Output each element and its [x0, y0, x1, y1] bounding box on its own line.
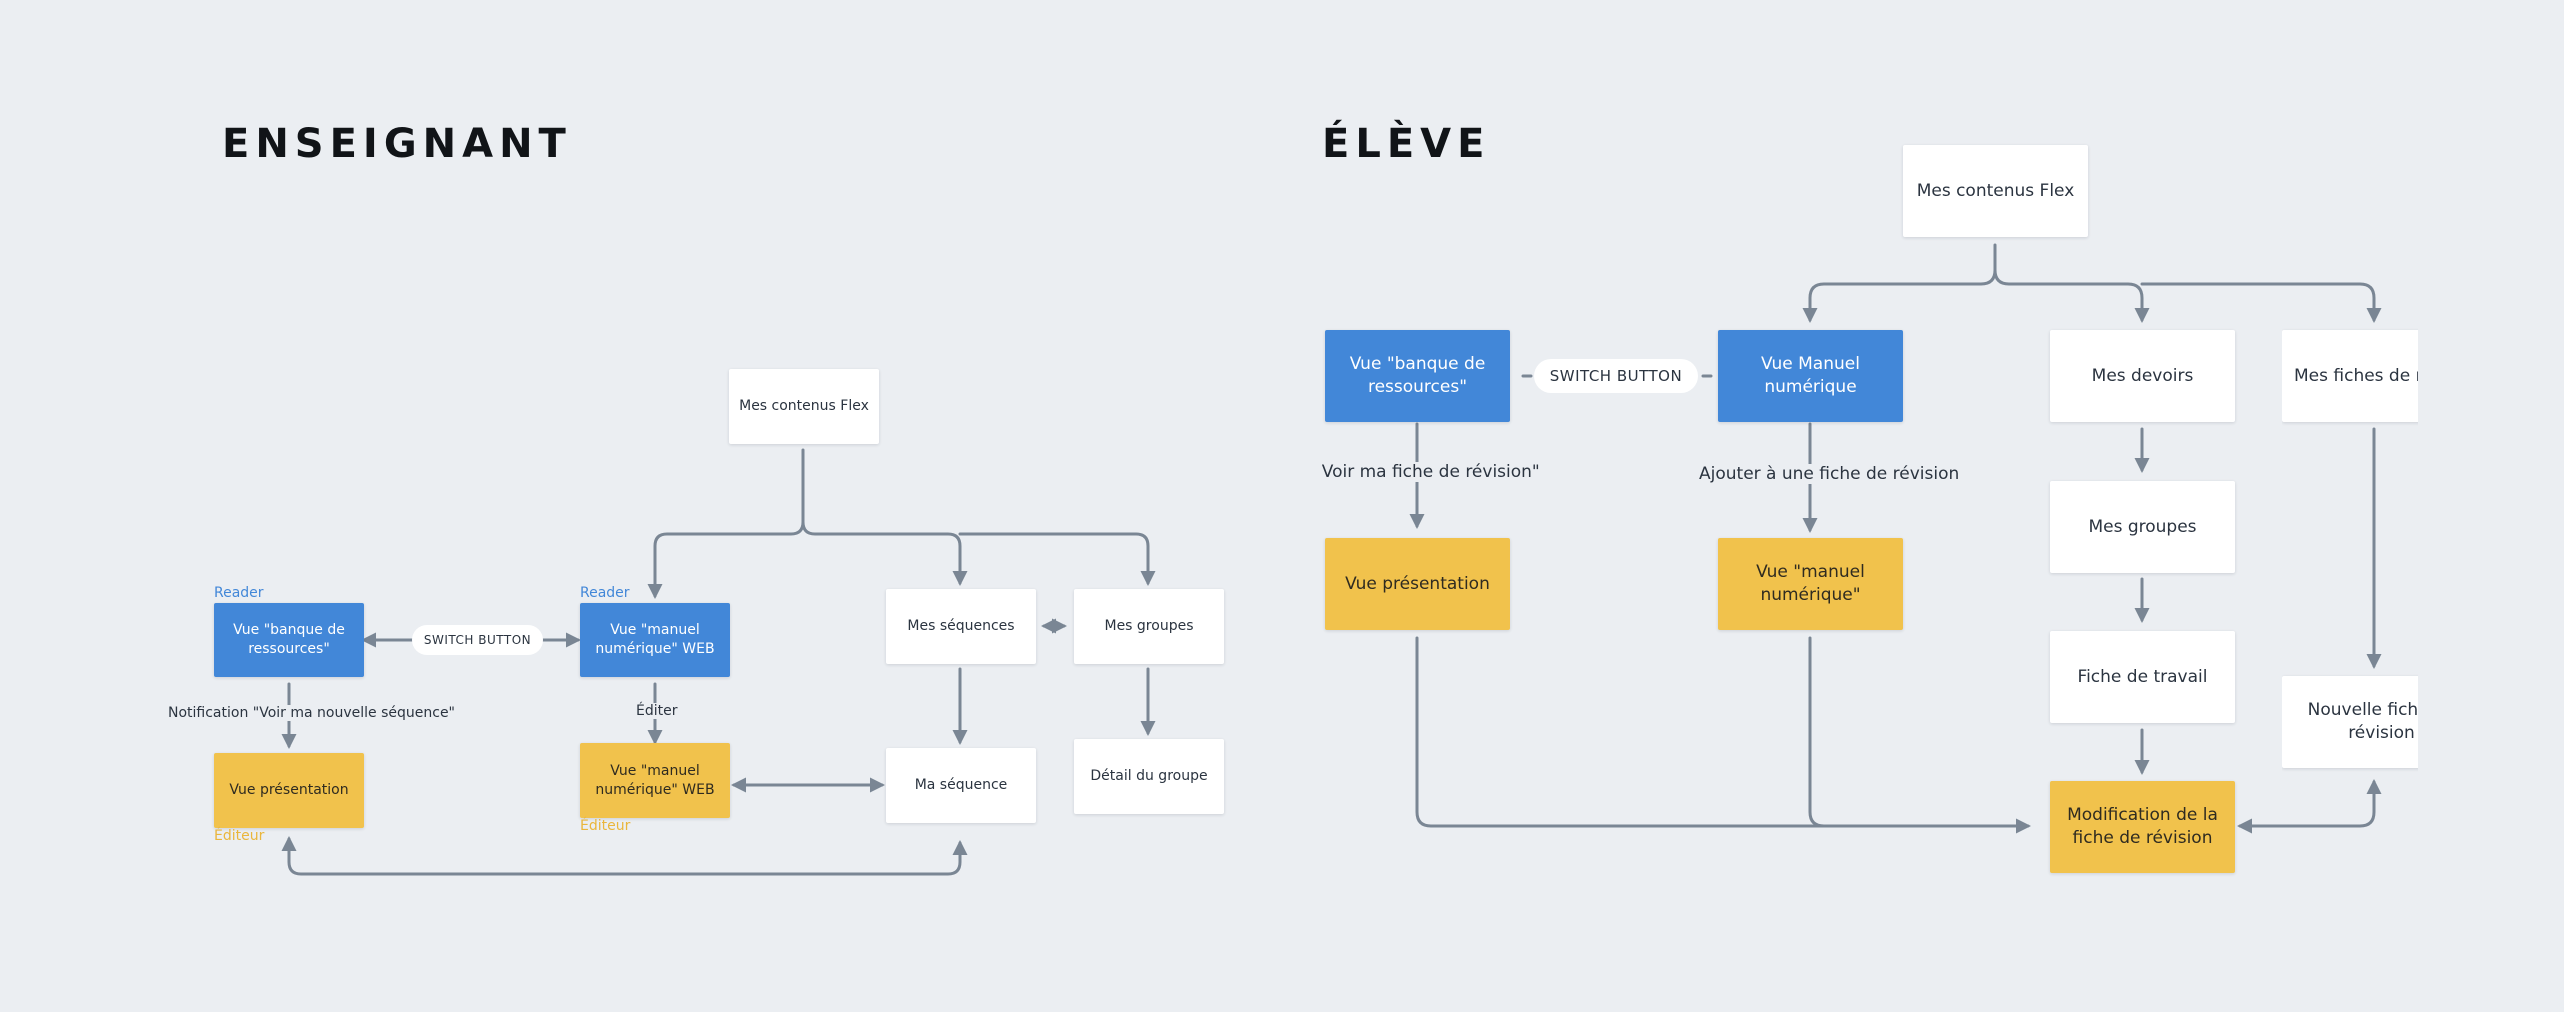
teacher-node-vue-manuel-web[interactable]: Vue "manuel numérique" WEB [580, 603, 730, 677]
teacher-node-mes-sequences[interactable]: Mes séquences [886, 589, 1036, 664]
teacher-node-vue-manuel-web-edit[interactable]: Vue "manuel numérique" WEB [580, 743, 730, 818]
edge-e-manuel-modif [1808, 636, 1826, 828]
role-label-editor: Éditeur [580, 818, 631, 834]
teacher-node-mes-contenus-flex[interactable]: Mes contenus Flex [729, 369, 879, 444]
student-node-vue-presentation[interactable]: Vue présentation [1325, 538, 1510, 630]
student-clip-fiches: Mes fiches de révision [2282, 326, 2418, 426]
student-node-mes-groupes[interactable]: Mes groupes [2050, 481, 2235, 573]
teacher-node-vue-banque-ressources[interactable]: Vue "banque de ressources" [214, 603, 364, 677]
teacher-section-title: ENSEIGNANT [222, 121, 572, 167]
student-switch-button[interactable]: SWITCH BUTTON [1534, 359, 1698, 393]
student-edge-label-ajouter: Ajouter à une fiche de révision [1697, 464, 1962, 484]
student-edge-label-notification: Notification "Voir ma fiche de révision" [1322, 462, 1542, 482]
student-node-mes-contenus-flex[interactable]: Mes contenus Flex [1903, 145, 2088, 237]
student-node-vue-manuel-numerique[interactable]: Vue Manuel numérique [1718, 330, 1903, 422]
student-node-mes-fiches-revision[interactable]: Mes fiches de révision [2282, 330, 2418, 422]
edge-e-presentation-modif [1415, 636, 2031, 834]
student-node-fiche-de-travail[interactable]: Fiche de travail [2050, 631, 2235, 723]
teacher-node-mes-groupes[interactable]: Mes groupes [1074, 589, 1224, 664]
teacher-switch-button[interactable]: SWITCH BUTTON [412, 625, 543, 655]
teacher-node-detail-groupe[interactable]: Détail du groupe [1074, 739, 1224, 814]
student-node-vue-manuel-numerique-edit[interactable]: Vue "manuel numérique" [1718, 538, 1903, 630]
edge-e-nouvelle-modif [2237, 779, 2382, 834]
role-label-reader: Reader [214, 585, 264, 601]
student-node-vue-banque-ressources[interactable]: Vue "banque de ressources" [1325, 330, 1510, 422]
role-label-reader: Reader [580, 585, 630, 601]
teacher-node-ma-sequence[interactable]: Ma séquence [886, 748, 1036, 823]
student-section-title: ÉLÈVE [1322, 121, 1491, 167]
edge-presentation-ma-sequence [281, 836, 968, 876]
student-node-mes-devoirs[interactable]: Mes devoirs [2050, 330, 2235, 422]
student-node-modification-fiche-revision[interactable]: Modification de la fiche de révision [2050, 781, 2235, 873]
teacher-edge-label-notification: Notification "Voir ma nouvelle séquence" [166, 705, 457, 721]
edge-contenus-trunk [647, 448, 805, 599]
edge-e-contenus-devoirs [1993, 268, 2150, 323]
student-clip-notification: Notification "Voir ma fiche de révision" [1322, 460, 1622, 490]
edge-contenus-groupes [958, 532, 1156, 586]
edge-e-contenus-fiches [2140, 282, 2382, 323]
edge-e-contenus-trunk [1802, 243, 1997, 323]
student-clip-nouvelle: Nouvelle fiche de révision [2282, 674, 2418, 774]
student-node-nouvelle-fiche-revision[interactable]: Nouvelle fiche de révision [2282, 676, 2418, 768]
role-label-editor: Éditeur [214, 828, 265, 844]
teacher-edge-label-editer: Éditer [634, 703, 680, 719]
edge-contenus-sequences [801, 520, 968, 586]
teacher-node-vue-presentation[interactable]: Vue présentation [214, 753, 364, 828]
